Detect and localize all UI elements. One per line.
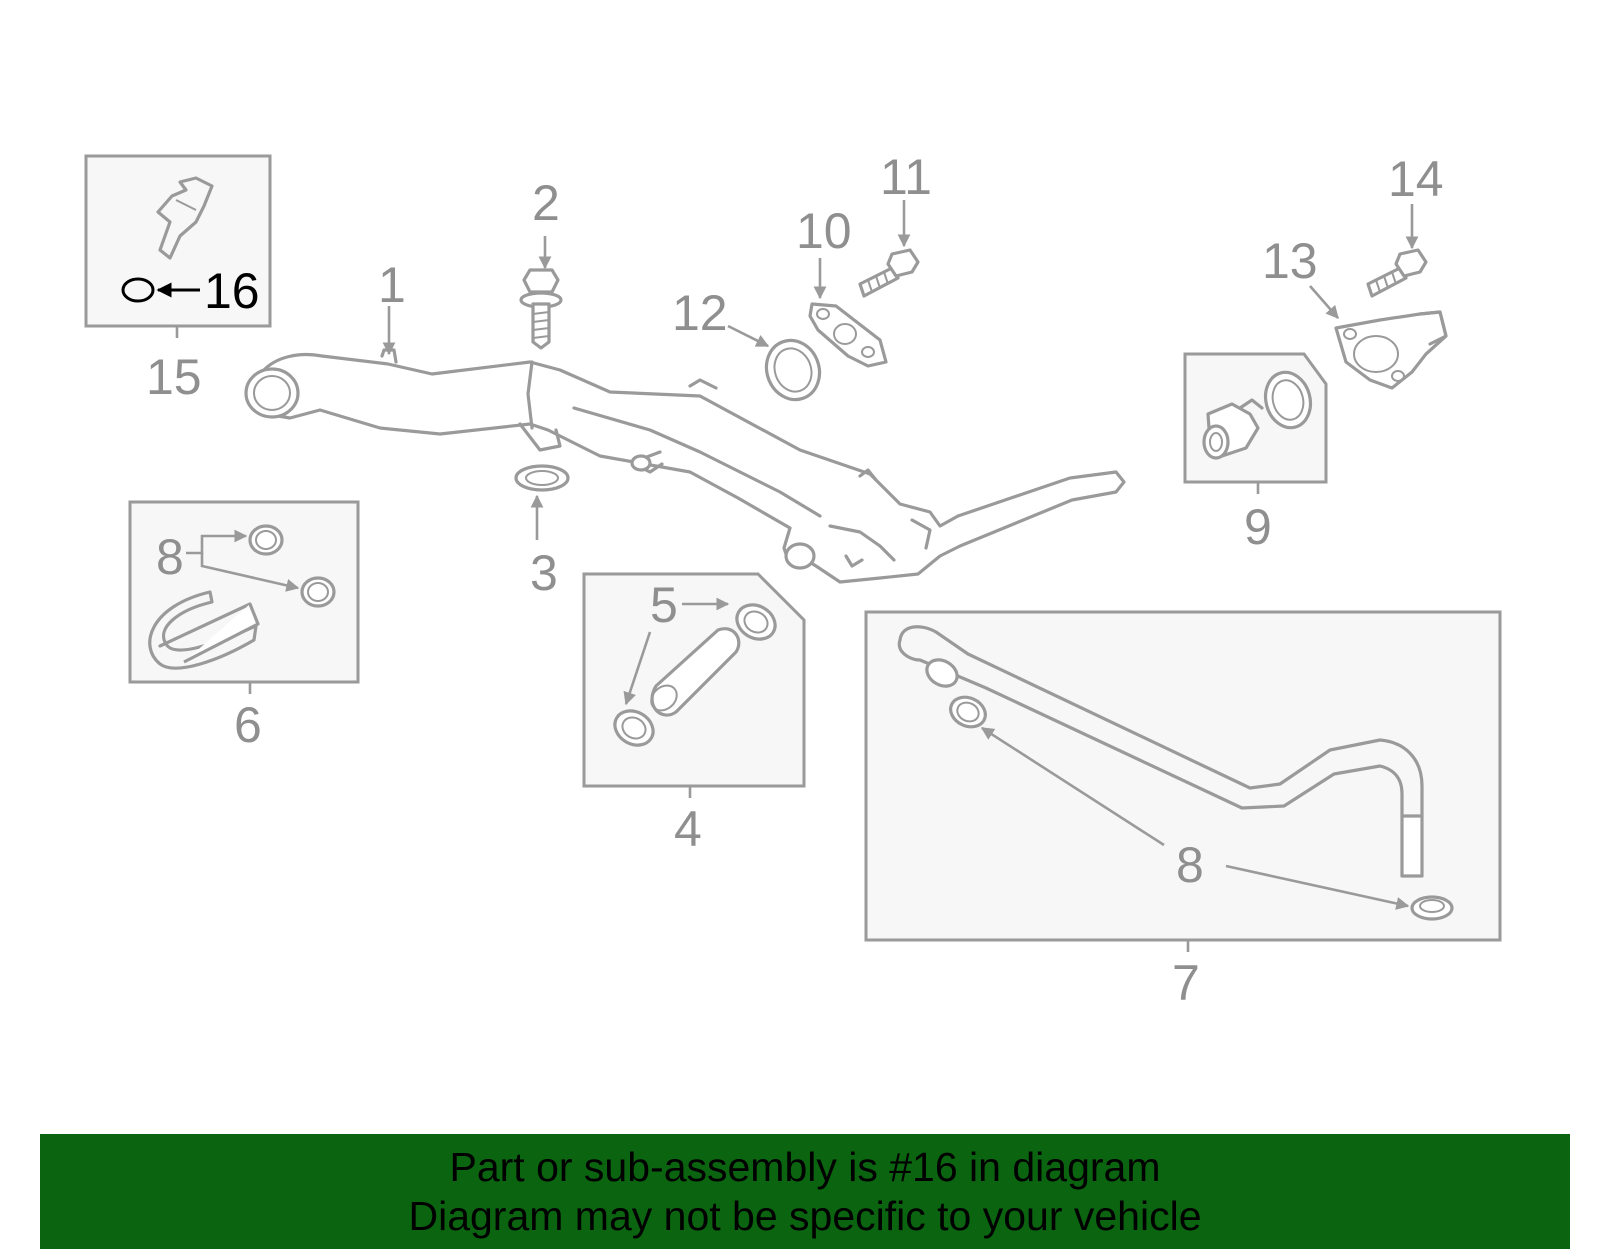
callout-9: 9	[1244, 499, 1272, 555]
callout-10: 10	[796, 203, 852, 259]
bolt-2[interactable]	[519, 268, 563, 350]
callout-8-inset6: 8	[156, 529, 184, 585]
callout-4: 4	[674, 801, 702, 857]
part-15-inset[interactable]	[84, 154, 272, 328]
callout-2: 2	[532, 175, 560, 231]
callout-6: 6	[234, 697, 262, 753]
bolt-14[interactable]	[1366, 248, 1428, 298]
thermostat-housing-13[interactable]	[1334, 310, 1448, 390]
o-ring-16-icon[interactable]	[121, 277, 155, 303]
bolt-11[interactable]	[858, 248, 920, 298]
gasket-plate-10[interactable]	[808, 302, 888, 368]
water-pipe-assembly[interactable]	[244, 348, 1126, 584]
callout-5: 5	[650, 577, 678, 633]
callout-12: 12	[672, 285, 728, 341]
gasket-3[interactable]	[514, 464, 570, 492]
banner-line-2: Diagram may not be specific to your vehi…	[408, 1192, 1202, 1239]
callout-16: 16	[204, 263, 260, 319]
callout-3: 3	[530, 545, 558, 601]
banner-line-1: Part or sub-assembly is #16 in diagram	[449, 1143, 1161, 1190]
part-4-inset[interactable]	[582, 572, 806, 788]
callout-1: 1	[378, 257, 406, 313]
callout-8-inset7: 8	[1176, 837, 1204, 893]
o-ring-12[interactable]	[758, 333, 827, 407]
callout-15: 15	[146, 349, 202, 405]
callout-11: 11	[880, 149, 932, 205]
info-banner: Part or sub-assembly is #16 in diagram D…	[40, 1134, 1570, 1249]
part-6-inset[interactable]	[128, 500, 360, 684]
part-9-inset[interactable]	[1183, 352, 1328, 484]
callout-13: 13	[1262, 233, 1318, 289]
part-7-inset[interactable]	[864, 610, 1502, 942]
callout-14: 14	[1388, 151, 1444, 207]
callout-7: 7	[1172, 955, 1200, 1011]
